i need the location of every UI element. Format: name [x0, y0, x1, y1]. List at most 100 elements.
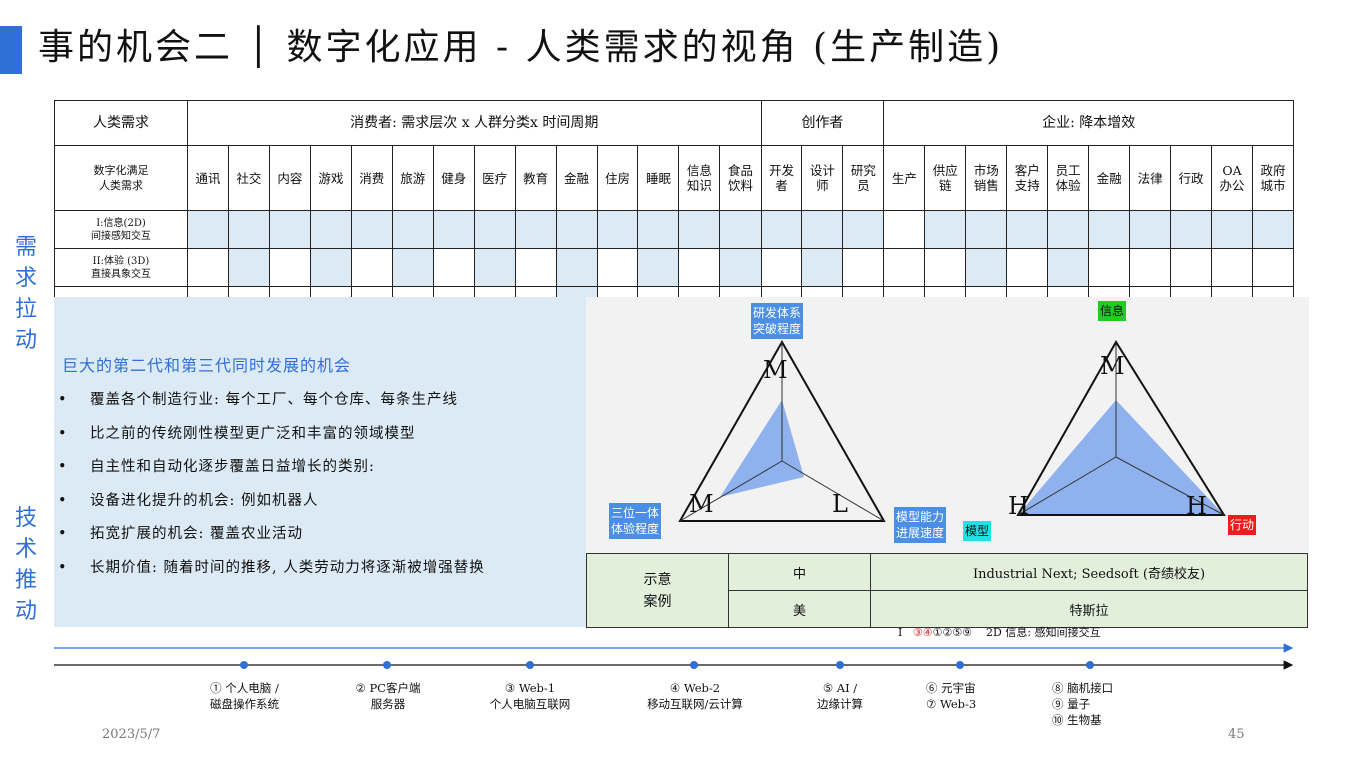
column-header: 金融: [555, 145, 598, 211]
case-example: Industrial Next; Seedsoft (奇绩校友): [870, 553, 1308, 591]
grid-cell: [842, 248, 885, 287]
grid-cell: [1088, 248, 1131, 287]
column-header: 医疗: [473, 145, 516, 211]
left-left-level: M: [689, 490, 714, 518]
grid-cell: [719, 248, 762, 287]
grid-cell: [187, 210, 229, 249]
timeline-item: ⑤ AI /边缘计算: [817, 681, 863, 711]
grid-cell: [350, 248, 393, 287]
right-triangle-fill: [1018, 400, 1224, 515]
grid-cell: [842, 210, 885, 249]
info-label: 信息: [1098, 301, 1127, 321]
left-triangle-axis: [679, 460, 783, 522]
timeline-item: ① 个人电脑 /磁盘操作系统: [210, 681, 279, 711]
opportunity-panel: [54, 297, 586, 627]
column-header: 通讯: [187, 145, 229, 211]
grid-cell: [1251, 248, 1295, 287]
grid-cell: [432, 248, 475, 287]
timeline-dot: [240, 661, 248, 669]
timeline-note-desc: 2D 信息: 感知间接交互: [986, 626, 1101, 639]
grid-cell: [1170, 210, 1212, 249]
grid-cell: [1251, 210, 1295, 249]
action-label: 行动: [1228, 515, 1257, 535]
grid-cell: [1088, 210, 1131, 249]
column-header: 食品饮料: [719, 145, 762, 211]
grid-cell: [514, 248, 557, 287]
grid-cell: [1129, 248, 1172, 287]
grid-cell: [924, 210, 967, 249]
timeline-dot: [1086, 661, 1094, 669]
rd-breakthrough-label: 研发体系 突破程度: [751, 303, 804, 339]
column-header: 政府城市: [1251, 145, 1295, 211]
bullet-text: 长期价值: 随着时间的推移, 人类劳动力将逐渐被增强替换: [90, 559, 485, 576]
grid-cell: [719, 210, 762, 249]
grid-cell: [1129, 210, 1172, 249]
right-triangle-outline: [1016, 340, 1226, 516]
column-header: 行政: [1170, 145, 1212, 211]
timeline-axis: [54, 643, 1294, 670]
timeline-dot: [526, 661, 534, 669]
grid-cell: [432, 210, 475, 249]
timeline-dot: [836, 661, 844, 669]
column-header: 游戏: [309, 145, 352, 211]
opportunity-bullet-list: • 覆盖各个制造行业: 每个工厂、每个仓库、每条生产线 • 比之前的传统刚性模型更广泛…: [58, 384, 485, 585]
header-enterprise: 企业: 降本增效: [883, 100, 1295, 146]
right-triangle-axis: [1017, 456, 1117, 516]
trinity-experience-label: 三位一体 体验程度: [609, 503, 662, 539]
grid-cell: [1006, 210, 1049, 249]
column-header: OA办公: [1211, 145, 1253, 211]
row-header-label: 数字化满足 人类需求: [54, 145, 188, 211]
left-right-level: L: [832, 490, 848, 518]
grid-cell: [473, 248, 516, 287]
timeline-note-prefix: I: [898, 626, 903, 639]
case-region: 美: [728, 590, 871, 628]
grid-cell: [678, 210, 721, 249]
side-label-tech-push: 技术推动: [14, 503, 38, 627]
grid-cell: [596, 248, 639, 287]
cases-label: 示意 案例: [586, 553, 729, 628]
grid-cell: [514, 210, 557, 249]
left-triangle-outline: [678, 339, 886, 522]
grid-cell: [924, 248, 967, 287]
bullet-dot: •: [58, 425, 68, 442]
timeline-dot: [383, 661, 391, 669]
grid-cell: [801, 248, 844, 287]
bullet-text: 覆盖各个制造行业: 每个工厂、每个仓库、每条生产线: [90, 392, 458, 408]
grid-cell: [391, 248, 434, 287]
side-label-char: 动: [14, 328, 37, 353]
row-label: I:信息(2D) 间接感知交互: [54, 210, 188, 249]
model-progress-label: 模型能力 进展速度: [894, 507, 947, 543]
column-header: 信息知识: [678, 145, 721, 211]
bullet-text: 设备进化提升的机会: 例如机器人: [90, 492, 319, 509]
timeline-item: ② PC客户端服务器: [355, 681, 421, 711]
opportunity-bullet: • 比之前的传统刚性模型更广泛和丰富的领域模型: [58, 418, 485, 452]
grid-cell: [1211, 210, 1253, 249]
left-top-level: M: [763, 356, 788, 384]
column-header: 健身: [432, 145, 475, 211]
bullet-text: 比之前的传统刚性模型更广泛和丰富的领域模型: [90, 425, 416, 442]
grid-cell: [801, 210, 844, 249]
left-triangle-axis: [781, 460, 885, 522]
bullet-text: 自主性和自动化逐步覆盖日益增长的类别:: [90, 459, 375, 475]
example-cases-table: 示意 案例 中 Industrial Next; Seedsoft (奇绩校友)…: [586, 553, 1308, 628]
grid-cell: [760, 248, 803, 287]
column-header: 开发者: [760, 145, 803, 211]
column-header: 员工体验: [1047, 145, 1090, 211]
timeline-dot: [690, 661, 698, 669]
header-creator: 创作者: [760, 100, 885, 146]
timeline-note-red: ③④: [912, 626, 933, 639]
grid-cell: [309, 248, 352, 287]
side-label-char: 拉: [14, 297, 37, 322]
column-header: 住房: [596, 145, 639, 211]
side-label-char: 推: [14, 568, 37, 593]
page-title: 事的机会二 │ 数字化应用 - 人类需求的视角 (生产制造): [38, 27, 1004, 68]
grid-cell: [227, 248, 270, 287]
opportunity-bullet: • 自主性和自动化逐步覆盖日益增长的类别:: [58, 451, 485, 485]
grid-cell: [309, 210, 352, 249]
bullet-dot: •: [58, 459, 68, 475]
grid-cell: [1047, 248, 1090, 287]
column-header: 市场销售: [965, 145, 1008, 211]
grid-cell: [1211, 248, 1253, 287]
